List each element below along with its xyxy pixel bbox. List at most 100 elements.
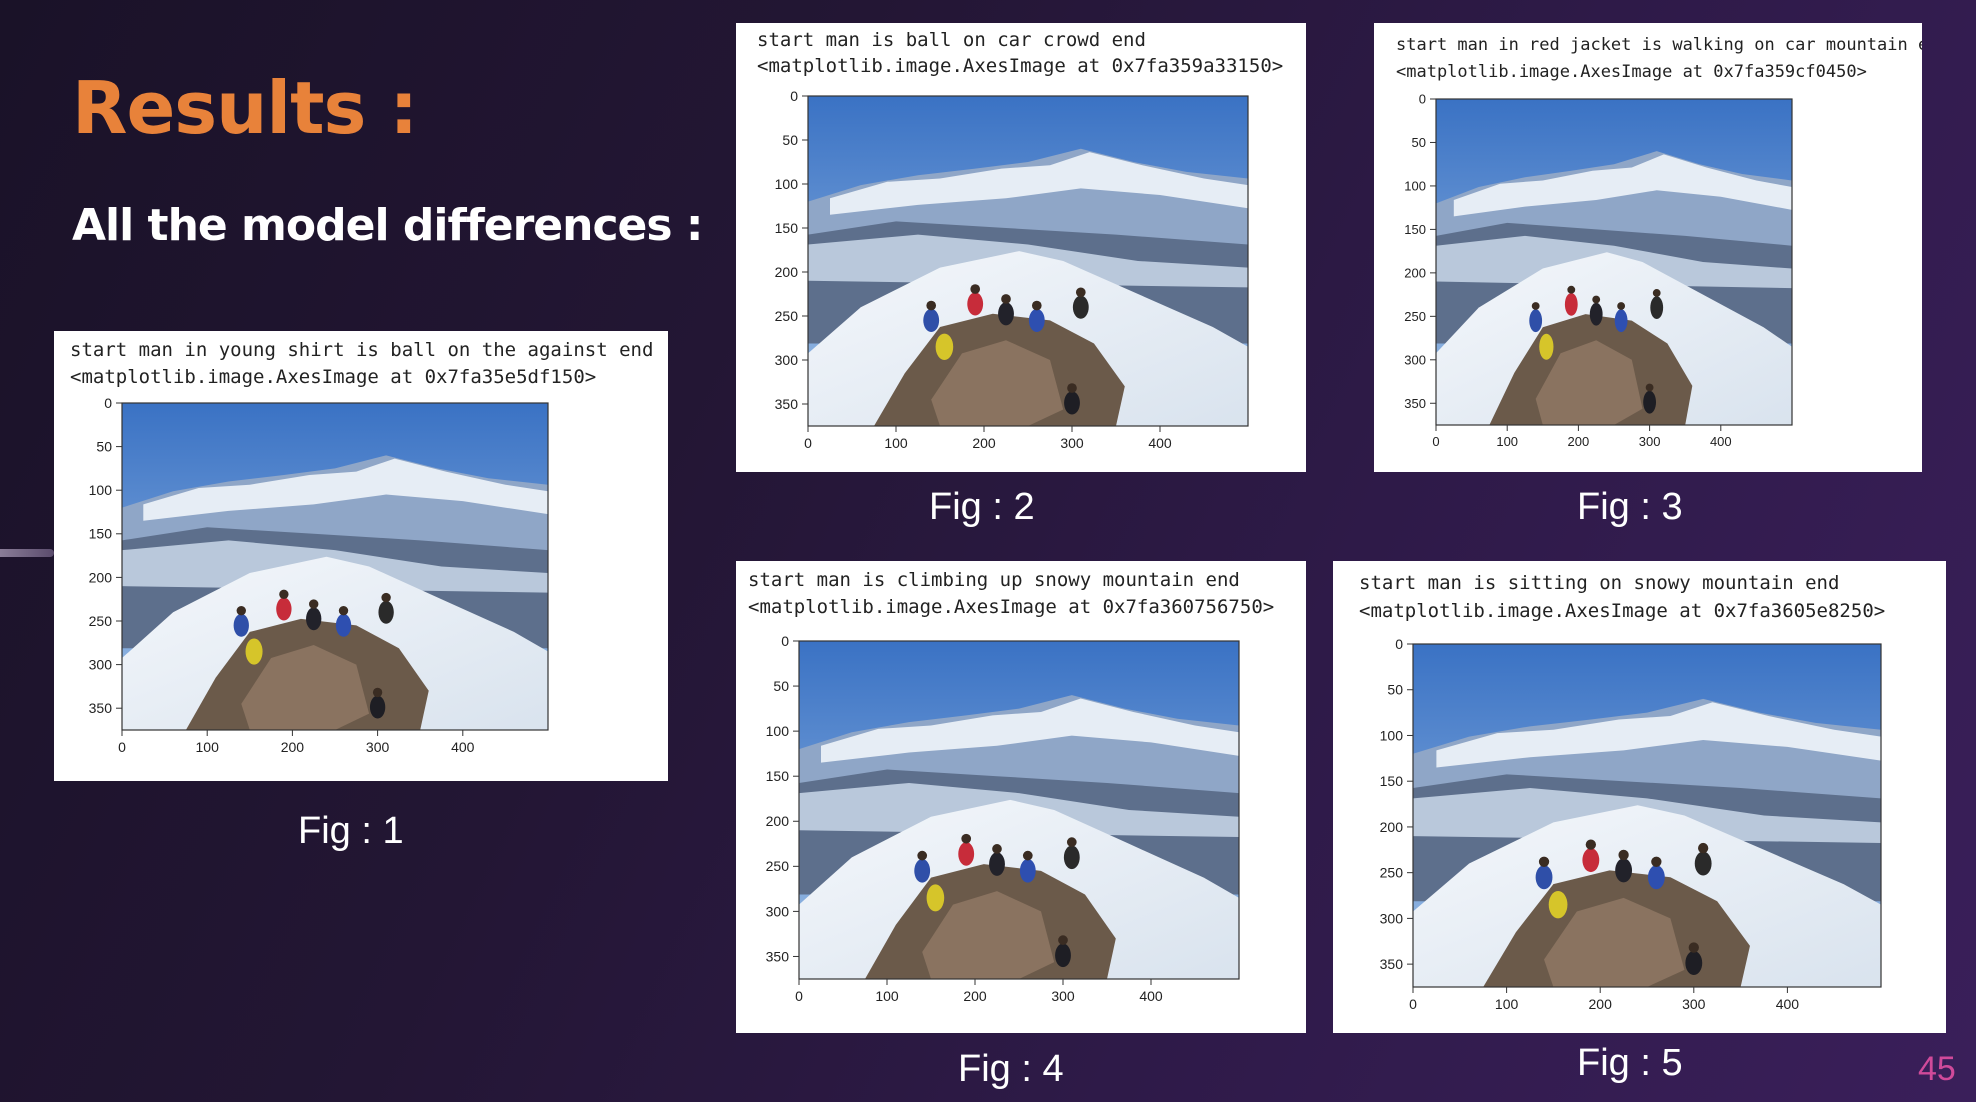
figure-caption-5: Fig : 5 — [1577, 1042, 1683, 1084]
x-tick-label: 200 — [972, 435, 996, 451]
page-number: 45 — [1918, 1050, 1956, 1088]
y-tick-label: 150 — [89, 526, 113, 542]
x-tick-label: 200 — [1568, 434, 1590, 449]
y-tick-label: 0 — [781, 633, 789, 649]
figure-caption-text: start man in red jacket is walking on ca… — [1396, 35, 1922, 55]
y-tick-label: 250 — [1404, 309, 1426, 324]
x-tick-label: 100 — [1495, 996, 1519, 1012]
figure-svg: start man in young shirt is ball on the … — [70, 339, 653, 755]
figure-caption-text: start man is ball on car crowd end — [757, 29, 1146, 51]
x-tick-label: 0 — [1409, 996, 1417, 1012]
y-tick-label: 0 — [104, 395, 112, 411]
axes-frame — [1435, 98, 1793, 426]
y-tick-label: 150 — [1380, 773, 1404, 789]
y-tick-label: 50 — [773, 678, 789, 694]
y-tick-label: 200 — [89, 569, 113, 585]
x-tick-label: 400 — [1776, 996, 1800, 1012]
y-tick-label: 200 — [766, 813, 790, 829]
figure-svg: start man in red jacket is walking on ca… — [1396, 35, 1922, 449]
mountain-photo — [808, 96, 1248, 426]
x-tick-label: 300 — [1051, 988, 1075, 1004]
figure-caption-text: start man is climbing up snowy mountain … — [748, 569, 1240, 591]
x-tick-label: 300 — [1060, 435, 1084, 451]
figure-caption-4: Fig : 4 — [958, 1048, 1064, 1090]
axes-image-repr-text: <matplotlib.image.AxesImage at 0x7fa3605… — [1359, 600, 1885, 622]
y-tick-label: 350 — [1380, 956, 1404, 972]
y-tick-label: 50 — [782, 132, 798, 148]
y-tick-label: 50 — [96, 439, 112, 455]
figure-caption-2: Fig : 2 — [929, 486, 1035, 528]
mountain-photo — [1436, 99, 1792, 425]
y-tick-label: 0 — [790, 88, 798, 104]
axes-image-repr-text: <matplotlib.image.AxesImage at 0x7fa359c… — [1396, 62, 1867, 82]
mountain-photo — [1413, 644, 1881, 987]
y-tick-label: 50 — [1412, 135, 1426, 150]
figure-panel-3: start man in red jacket is walking on ca… — [1374, 23, 1922, 472]
x-tick-label: 100 — [875, 988, 899, 1004]
x-tick-label: 200 — [281, 739, 305, 755]
y-tick-label: 150 — [1404, 222, 1426, 237]
figure-svg: start man is sitting on snowy mountain e… — [1359, 572, 1885, 1012]
x-tick-label: 0 — [1432, 434, 1439, 449]
axes-frame — [1412, 643, 1882, 988]
y-tick-label: 300 — [1380, 910, 1404, 926]
axes-frame — [807, 95, 1249, 427]
figure-svg: start man is climbing up snowy mountain … — [748, 569, 1274, 1004]
y-tick-label: 50 — [1387, 682, 1403, 698]
slide-title: Results : — [72, 66, 418, 150]
y-tick-label: 150 — [766, 768, 790, 784]
axes-image-repr-text: <matplotlib.image.AxesImage at 0x7fa35e5… — [70, 366, 596, 388]
y-tick-label: 100 — [1380, 727, 1404, 743]
y-tick-label: 100 — [775, 176, 799, 192]
x-tick-label: 200 — [963, 988, 987, 1004]
y-tick-label: 300 — [89, 657, 113, 673]
y-tick-label: 200 — [1380, 819, 1404, 835]
x-tick-label: 400 — [1148, 435, 1172, 451]
y-tick-label: 350 — [1404, 396, 1426, 411]
slide-subtitle: All the model differences : — [72, 200, 703, 251]
x-tick-label: 100 — [196, 739, 220, 755]
y-tick-label: 250 — [1380, 865, 1404, 881]
x-tick-label: 0 — [804, 435, 812, 451]
x-tick-label: 0 — [118, 739, 126, 755]
axes-frame — [121, 402, 549, 731]
x-tick-label: 0 — [795, 988, 803, 1004]
axes-frame — [798, 640, 1240, 980]
figure-caption-text: start man is sitting on snowy mountain e… — [1359, 572, 1839, 594]
x-tick-label: 300 — [1682, 996, 1706, 1012]
figure-caption-3: Fig : 3 — [1577, 486, 1683, 528]
y-tick-label: 100 — [89, 482, 113, 498]
y-tick-label: 350 — [775, 396, 799, 412]
figure-svg: start man is ball on car crowd end <matpl… — [757, 29, 1283, 451]
y-tick-label: 100 — [766, 723, 790, 739]
mountain-photo — [799, 641, 1239, 979]
axes-image-repr-text: <matplotlib.image.AxesImage at 0x7fa3607… — [748, 596, 1274, 618]
figure-panel-4: start man is climbing up snowy mountain … — [736, 561, 1306, 1033]
x-tick-label: 100 — [1496, 434, 1518, 449]
axes-image-repr-text: <matplotlib.image.AxesImage at 0x7fa359a… — [757, 55, 1283, 77]
y-tick-label: 200 — [775, 264, 799, 280]
y-tick-label: 250 — [766, 858, 790, 874]
x-tick-label: 400 — [1139, 988, 1163, 1004]
figure-caption-1: Fig : 1 — [298, 810, 404, 852]
x-tick-label: 300 — [1639, 434, 1661, 449]
y-tick-label: 0 — [1419, 92, 1426, 107]
y-tick-label: 100 — [1404, 178, 1426, 193]
mountain-photo — [122, 403, 548, 730]
y-tick-label: 300 — [766, 903, 790, 919]
y-tick-label: 300 — [775, 352, 799, 368]
y-tick-label: 250 — [89, 613, 113, 629]
x-tick-label: 200 — [1589, 996, 1613, 1012]
x-tick-label: 100 — [884, 435, 908, 451]
figure-panel-2: start man is ball on car crowd end <matpl… — [736, 23, 1306, 472]
y-tick-label: 350 — [89, 700, 113, 716]
y-tick-label: 350 — [766, 948, 790, 964]
slide-accent-bar — [0, 549, 54, 557]
figure-panel-5: start man is sitting on snowy mountain e… — [1333, 561, 1946, 1033]
x-tick-label: 400 — [1710, 434, 1732, 449]
figure-panel-1: start man in young shirt is ball on the … — [54, 331, 668, 781]
x-tick-label: 400 — [451, 739, 475, 755]
y-tick-label: 250 — [775, 308, 799, 324]
y-tick-label: 150 — [775, 220, 799, 236]
figure-caption-text: start man in young shirt is ball on the … — [70, 339, 653, 361]
